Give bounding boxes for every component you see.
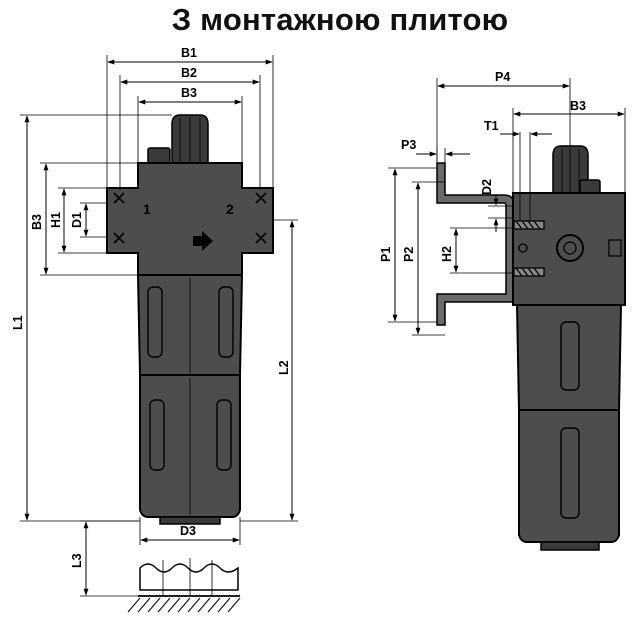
mounting-bracket (436, 162, 515, 326)
dim-l1-label: L1 (11, 315, 25, 330)
front-view: 1 2 B1 (11, 46, 298, 613)
dim-p4-label: P4 (495, 70, 510, 84)
clearance-plate (139, 563, 239, 591)
page-title: З монтажною плитою (171, 2, 509, 37)
side-port-recess (608, 239, 622, 257)
dim-b1-label: B1 (181, 46, 197, 60)
dim-b3-label: B3 (181, 86, 197, 100)
side-screws (513, 220, 545, 277)
side-sight-window-upper (560, 321, 580, 391)
dim-d2-label: D2 (480, 179, 494, 195)
dim-l2-label: L2 (277, 360, 291, 375)
flow-arrow-icon (193, 231, 213, 251)
port-2-label: 2 (226, 201, 234, 217)
dim-h2-label: H2 (440, 246, 454, 262)
gauge-port-icon (556, 234, 584, 262)
side-sight-window-lower (560, 427, 580, 519)
side-view: P4 B3 T1 P3 P1 P2 D2 (379, 70, 626, 551)
side-lower-bowl (518, 409, 620, 543)
port-1-label: 1 (143, 201, 151, 217)
dim-h1-label: H1 (49, 212, 63, 228)
dim-b3-side-label: B3 (570, 99, 586, 113)
dim-p3-label: P3 (401, 138, 416, 152)
dim-p2-label: P2 (402, 247, 416, 262)
side-drain (540, 541, 600, 551)
sight-window-right (218, 286, 234, 358)
dim-p1-label: P1 (379, 247, 393, 262)
dim-b2-label: B2 (181, 66, 197, 80)
dim-d3-label: D3 (180, 524, 196, 538)
ground-hatch (127, 597, 241, 613)
dim-d1-label: D1 (70, 212, 84, 228)
sight-window-lower-right (216, 399, 232, 471)
drain (159, 516, 221, 525)
dim-t1-label: T1 (484, 119, 499, 133)
dim-l3-label: L3 (70, 553, 84, 568)
head-block (106, 162, 274, 276)
gauge-plug (147, 147, 171, 164)
side-upper-bowl (515, 304, 623, 411)
port-screws (113, 192, 267, 244)
dim-b3-vertical-label: B3 (30, 214, 44, 230)
sight-window-left (147, 286, 163, 358)
side-gauge-plug (579, 179, 601, 195)
sight-window-lower-left (149, 399, 165, 471)
